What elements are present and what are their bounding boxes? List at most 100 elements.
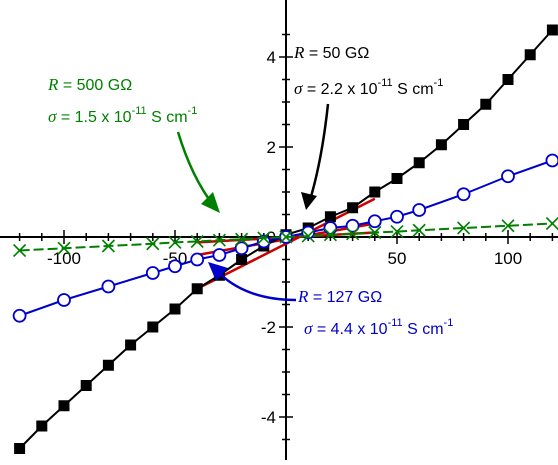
data-point — [101, 279, 116, 294]
annotation-black-sigma-value: = 2.2 x 10 — [302, 81, 377, 98]
data-point — [13, 243, 27, 258]
data-point — [58, 400, 70, 412]
annotation-black: R = 50 GΩ σ = 2.2 x 10-11 S cm-1 — [293, 43, 443, 210]
data-point — [168, 235, 182, 249]
y-tick-label: 2 — [267, 138, 276, 157]
data-point — [323, 221, 338, 235]
annotation-blue-arrow — [219, 273, 297, 302]
annotation-black-r-symbol: R — [293, 43, 305, 62]
series-3 — [13, 216, 558, 258]
data-point — [257, 231, 271, 245]
data-point — [501, 169, 515, 184]
data-point — [212, 248, 227, 262]
data-point — [502, 74, 514, 85]
annotation-black-r-value: = 50 GΩ — [304, 45, 369, 62]
data-point — [369, 186, 381, 198]
annotation-black-line1: R = 50 GΩ — [293, 43, 369, 62]
data-point — [368, 225, 382, 240]
data-point — [101, 239, 115, 253]
data-point — [390, 209, 404, 224]
data-point — [346, 227, 360, 241]
data-point — [412, 203, 427, 217]
annotation-green-exp: -11 — [132, 105, 147, 117]
data-point — [57, 241, 71, 255]
data-point — [12, 308, 27, 323]
annotation-green-sigma-symbol: σ — [48, 107, 57, 126]
data-point — [412, 223, 426, 237]
annotation-black-arrowhead — [301, 192, 317, 210]
data-point — [147, 321, 159, 333]
data-point — [145, 266, 160, 280]
annotation-green-r-symbol: R — [47, 75, 59, 94]
data-point — [524, 49, 536, 61]
y-tick-label: 4 — [267, 48, 276, 67]
data-point — [36, 420, 48, 432]
annotation-black-unit: S cm — [393, 81, 434, 98]
annotation-black-sigma-symbol: σ — [294, 79, 303, 98]
annotation-blue-line2: σ = 4.4 x 10-11 S cm-1 — [304, 317, 453, 338]
data-point — [545, 216, 558, 231]
data-point — [390, 225, 404, 239]
data-point — [212, 233, 226, 247]
data-point — [546, 24, 558, 36]
annotation-green-unit: S cm — [147, 109, 188, 126]
data-point — [57, 293, 71, 307]
data-point — [190, 252, 205, 267]
data-point — [168, 259, 182, 274]
annotation-blue-arrowhead — [208, 262, 228, 281]
data-point — [391, 173, 403, 184]
annotation-blue-exp: -11 — [388, 317, 403, 329]
x-tick-label: 50 — [388, 249, 407, 268]
annotation-blue-r-value: = 127 GΩ — [308, 289, 382, 306]
data-point — [234, 241, 249, 256]
annotation-blue-sigma-symbol: σ — [304, 319, 313, 338]
annotation-green-arrow — [176, 131, 215, 207]
y-tick-label: -4 — [261, 408, 276, 427]
annotation-green-line2: σ = 1.5 x 10-11 S cm-1 — [48, 105, 197, 126]
data-point — [236, 254, 248, 265]
data-point — [545, 153, 558, 168]
data-point — [435, 139, 447, 151]
data-point — [413, 157, 425, 169]
data-point — [191, 283, 203, 295]
annotation-blue-r-symbol: R — [297, 287, 309, 306]
annotation-green-unit-exp: -1 — [188, 105, 198, 117]
annotation-blue-line1: R = 127 GΩ — [297, 287, 382, 306]
data-point — [235, 232, 249, 246]
x-tick-label: 100 — [494, 249, 522, 268]
data-point — [125, 339, 137, 351]
data-point — [345, 218, 360, 233]
annotation-blue: R = 127 GΩ σ = 4.4 x 10-11 S cm-1 — [208, 262, 453, 338]
annotation-black-exp: -11 — [378, 77, 393, 89]
data-point — [102, 359, 114, 371]
annotation-green-sigma-value: = 1.5 x 10 — [56, 109, 131, 126]
data-point — [14, 443, 26, 454]
data-point — [323, 228, 337, 242]
annotation-black-line2: σ = 2.2 x 10-11 S cm-1 — [294, 77, 443, 98]
data-point — [457, 221, 471, 235]
annotation-black-arrow — [308, 103, 330, 201]
annotation-black-unit-exp: -1 — [434, 77, 444, 89]
annotation-green-r-value: = 500 GΩ — [58, 77, 132, 94]
data-point — [347, 202, 359, 214]
annotation-blue-unit: S cm — [403, 321, 444, 338]
data-point — [458, 119, 470, 130]
data-point — [146, 237, 160, 251]
data-point — [279, 230, 293, 244]
data-point — [456, 187, 471, 202]
annotation-green-arrowhead — [201, 192, 220, 213]
annotation-green: R = 500 GΩ σ = 1.5 x 10-11 S cm-1 — [47, 75, 220, 213]
y-tick-label: -2 — [261, 318, 276, 337]
data-point — [367, 214, 382, 229]
data-point — [324, 211, 336, 223]
series-layer — [12, 24, 558, 454]
data-point — [501, 219, 515, 233]
data-point — [80, 380, 92, 391]
data-point — [301, 229, 315, 243]
annotation-blue-sigma-value: = 4.4 x 10 — [312, 321, 387, 338]
annotation-green-line1: R = 500 GΩ — [47, 75, 132, 94]
data-point — [169, 303, 181, 315]
annotation-blue-unit-exp: -1 — [444, 317, 454, 329]
